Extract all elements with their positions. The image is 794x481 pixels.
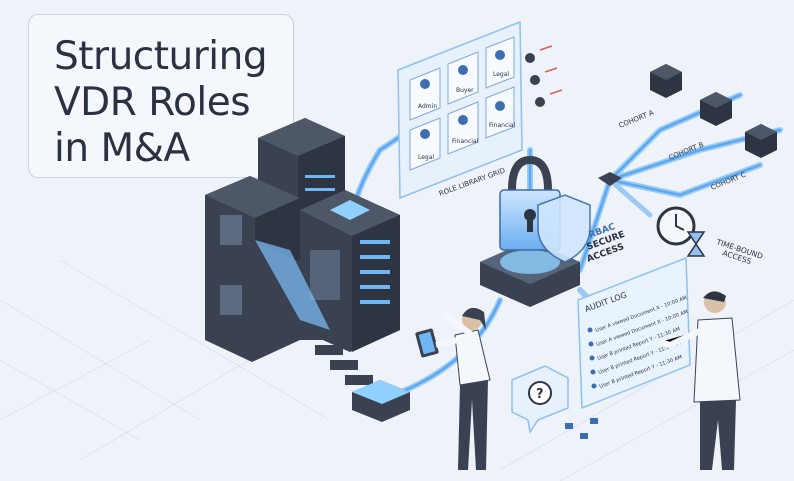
hourglass-icon	[686, 231, 706, 257]
secure-lock-platform	[480, 155, 591, 307]
svg-text:?: ?	[536, 387, 544, 402]
person-with-tablet	[415, 307, 491, 470]
title-line-1: Structuring	[54, 34, 268, 79]
title-line-3: in M&A	[54, 126, 190, 171]
role-cell-label: Buyer	[456, 87, 474, 94]
role-cell-label: Legal	[418, 154, 434, 161]
time-bound-label: TIME-BOUND ACCESS	[714, 237, 764, 266]
role-library-panel: Admin Buyer Legal Legal Financial Financ…	[397, 20, 563, 200]
cohort-cubes	[650, 64, 777, 158]
role-cell-label: Admin	[418, 103, 437, 110]
role-cell-label: Financial	[452, 138, 479, 145]
cohort-label-a: COHORT A	[618, 109, 655, 130]
user-icons	[525, 45, 563, 107]
envelope-icons	[565, 418, 598, 439]
title-line-2: VDR Roles	[54, 80, 251, 125]
role-cell-label: Legal	[493, 71, 509, 78]
person-pointing	[659, 291, 741, 470]
server-stack	[205, 118, 410, 422]
role-cell-label: Financial	[489, 122, 516, 129]
clock-icon	[656, 206, 696, 246]
junction-node	[598, 172, 622, 186]
audit-log-panel: AUDIT LOG User A viewed Document X - 10:…	[577, 256, 691, 410]
title-card	[28, 14, 294, 178]
question-bubble-icon: ?	[511, 365, 569, 434]
